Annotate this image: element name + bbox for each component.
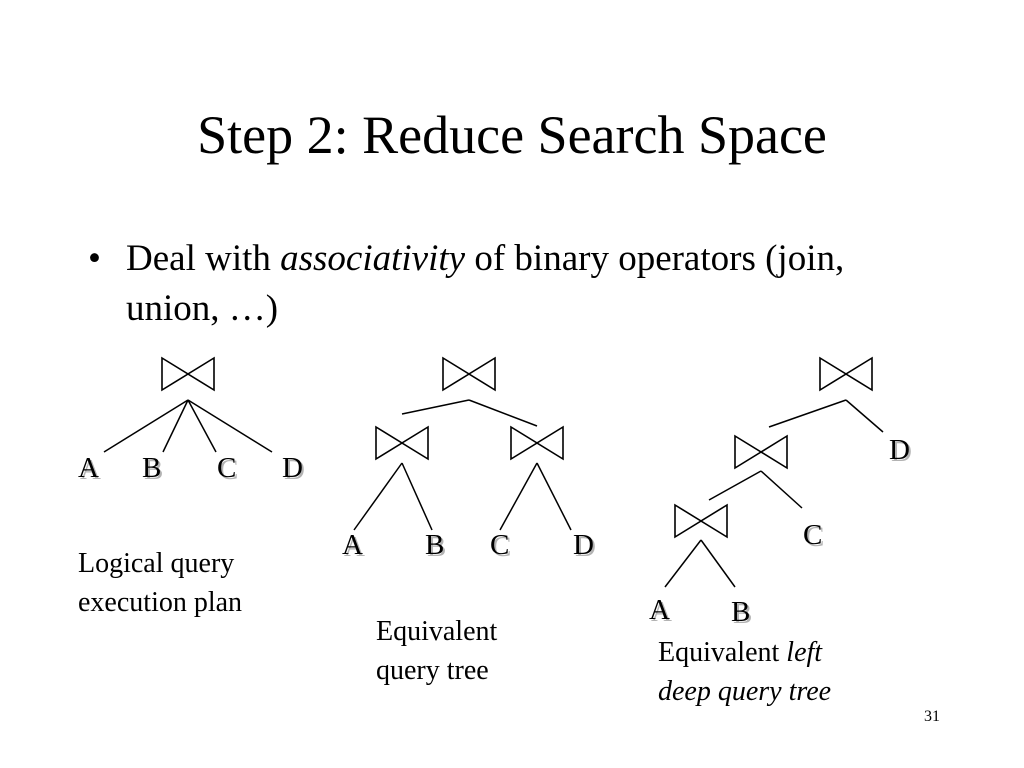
logical-plan-caption-line1: Logical query [78,548,235,579]
right-join-bowtie-icon [510,426,564,460]
leaf-c: C [490,529,509,561]
svg-text:C: C [219,454,238,486]
svg-text:B: B [427,531,446,563]
left-deep-tree-leaves: A A B B C C D D [649,434,912,630]
bullet-text-before: Deal with [126,238,281,279]
logical-plan-tree: A A B B C C D D [78,357,305,486]
multiway-join-bowtie-icon [161,357,215,391]
bullet-symbol: • [88,238,101,279]
logical-plan-caption: Logical query execution plan [78,544,242,622]
left-deep-tree-caption: Equivalent left deep query tree [658,633,831,711]
leaf-a: A [342,529,363,561]
svg-text:C: C [805,521,824,553]
leaf-b: B [425,529,444,561]
page-number: 31 [924,708,940,725]
bushy-tree-caption: Equivalent query tree [376,612,497,690]
svg-text:B: B [733,598,752,630]
bullet-text-after: of binary operators (join, union, …) [126,238,845,329]
bullet-text-emphasis: associativity [280,238,466,279]
leaf-c: C [803,519,822,551]
bushy-tree-caption-line2: query tree [376,655,489,686]
bullet-text: Deal with associativity of binary operat… [126,234,946,334]
logical-plan-leaves: A A B B C C D D [78,452,305,486]
svg-text:C: C [492,531,511,563]
slide-title: Step 2: Reduce Search Space [197,105,827,165]
leaf-d: D [573,529,594,561]
leaf-a: A [78,452,99,484]
svg-text:A: A [651,596,672,628]
leaf-c: C [217,452,236,484]
logical-plan-caption-line2: execution plan [78,587,243,618]
leaf-d: D [889,434,910,466]
left-deep-caption-emphasis-line2: deep query tree [658,676,832,707]
svg-text:D: D [575,531,596,563]
left-deep-caption-plain: Equivalent [658,637,787,668]
left-join-bowtie-icon [375,426,429,460]
leaf-a: A [649,594,670,626]
svg-text:D: D [891,436,912,468]
svg-text:A: A [344,531,365,563]
left-deep-query-tree: A A B B C C D D [649,357,912,630]
middle-join-bowtie-icon [734,435,788,469]
svg-text:B: B [144,454,163,486]
bushy-tree-caption-line1: Equivalent [376,616,498,647]
leaf-b: B [142,452,161,484]
svg-text:A: A [80,454,101,486]
root-join-bowtie-icon [442,357,496,391]
bottom-join-bowtie-icon [674,504,728,538]
leaf-d: D [282,452,303,484]
bushy-tree-leaves: A A B B C C D D [342,529,596,563]
leaf-b: B [731,596,750,628]
svg-text:D: D [284,454,305,486]
top-join-bowtie-icon [819,357,873,391]
bushy-query-tree: A A B B C C D D [342,357,596,563]
left-deep-caption-emphasis-line1: left [786,637,823,668]
